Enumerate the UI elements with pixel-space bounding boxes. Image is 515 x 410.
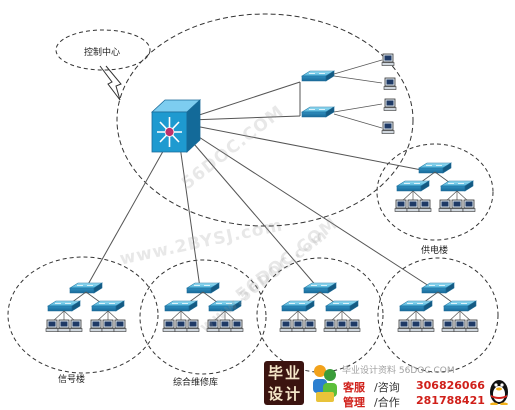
brand-char: 计 (285, 385, 301, 403)
ad-service-rest: /咨询 (374, 381, 400, 394)
pc-icon (381, 53, 395, 66)
pc-icon (383, 77, 397, 90)
pc-icon (383, 98, 397, 111)
control-center-bubble (55, 29, 151, 71)
brand-char: 设 (268, 385, 284, 403)
brand-char: 毕 (268, 364, 284, 382)
pc-icon (381, 121, 395, 134)
access-links (333, 59, 383, 129)
subnet-cluster-5 (398, 283, 478, 332)
access-switch-1 (301, 70, 335, 82)
ad-service-label: 客服 (343, 381, 365, 394)
power-building-ellipse (376, 143, 494, 241)
ad-site-text: 毕业设计资料 56DOC.COM (342, 366, 455, 376)
power-building-cluster (395, 163, 475, 212)
people-icon (313, 365, 337, 402)
signal-building-ellipse (7, 256, 159, 374)
control-center-lightning-icon (99, 65, 122, 101)
core-switch-icon (150, 99, 202, 153)
qq-penguin-icon (490, 380, 508, 405)
ad-manage-label: 管理 (343, 396, 365, 409)
power-building-label: 供电楼 (421, 246, 449, 256)
brand-logo: 毕 业 设 计 (264, 361, 304, 405)
access-switch-2 (301, 106, 335, 118)
control-center-label: 控制中心 (84, 48, 121, 58)
subnet-cluster-4 (280, 283, 360, 332)
trunk-links (85, 81, 433, 289)
signal-building-cluster (46, 283, 126, 332)
maintenance-depot-ellipse (139, 259, 267, 375)
ad-manage-rest: /合作 (374, 396, 400, 409)
brand-char: 业 (285, 364, 301, 382)
maintenance-depot-label: 综合维修库 (173, 378, 219, 388)
subnet-ellipse-5 (377, 257, 499, 373)
ad-service-number: 306826066 (416, 379, 485, 392)
signal-building-label: 信号楼 (58, 375, 86, 385)
ad-manage-number: 281788421 (416, 394, 485, 407)
